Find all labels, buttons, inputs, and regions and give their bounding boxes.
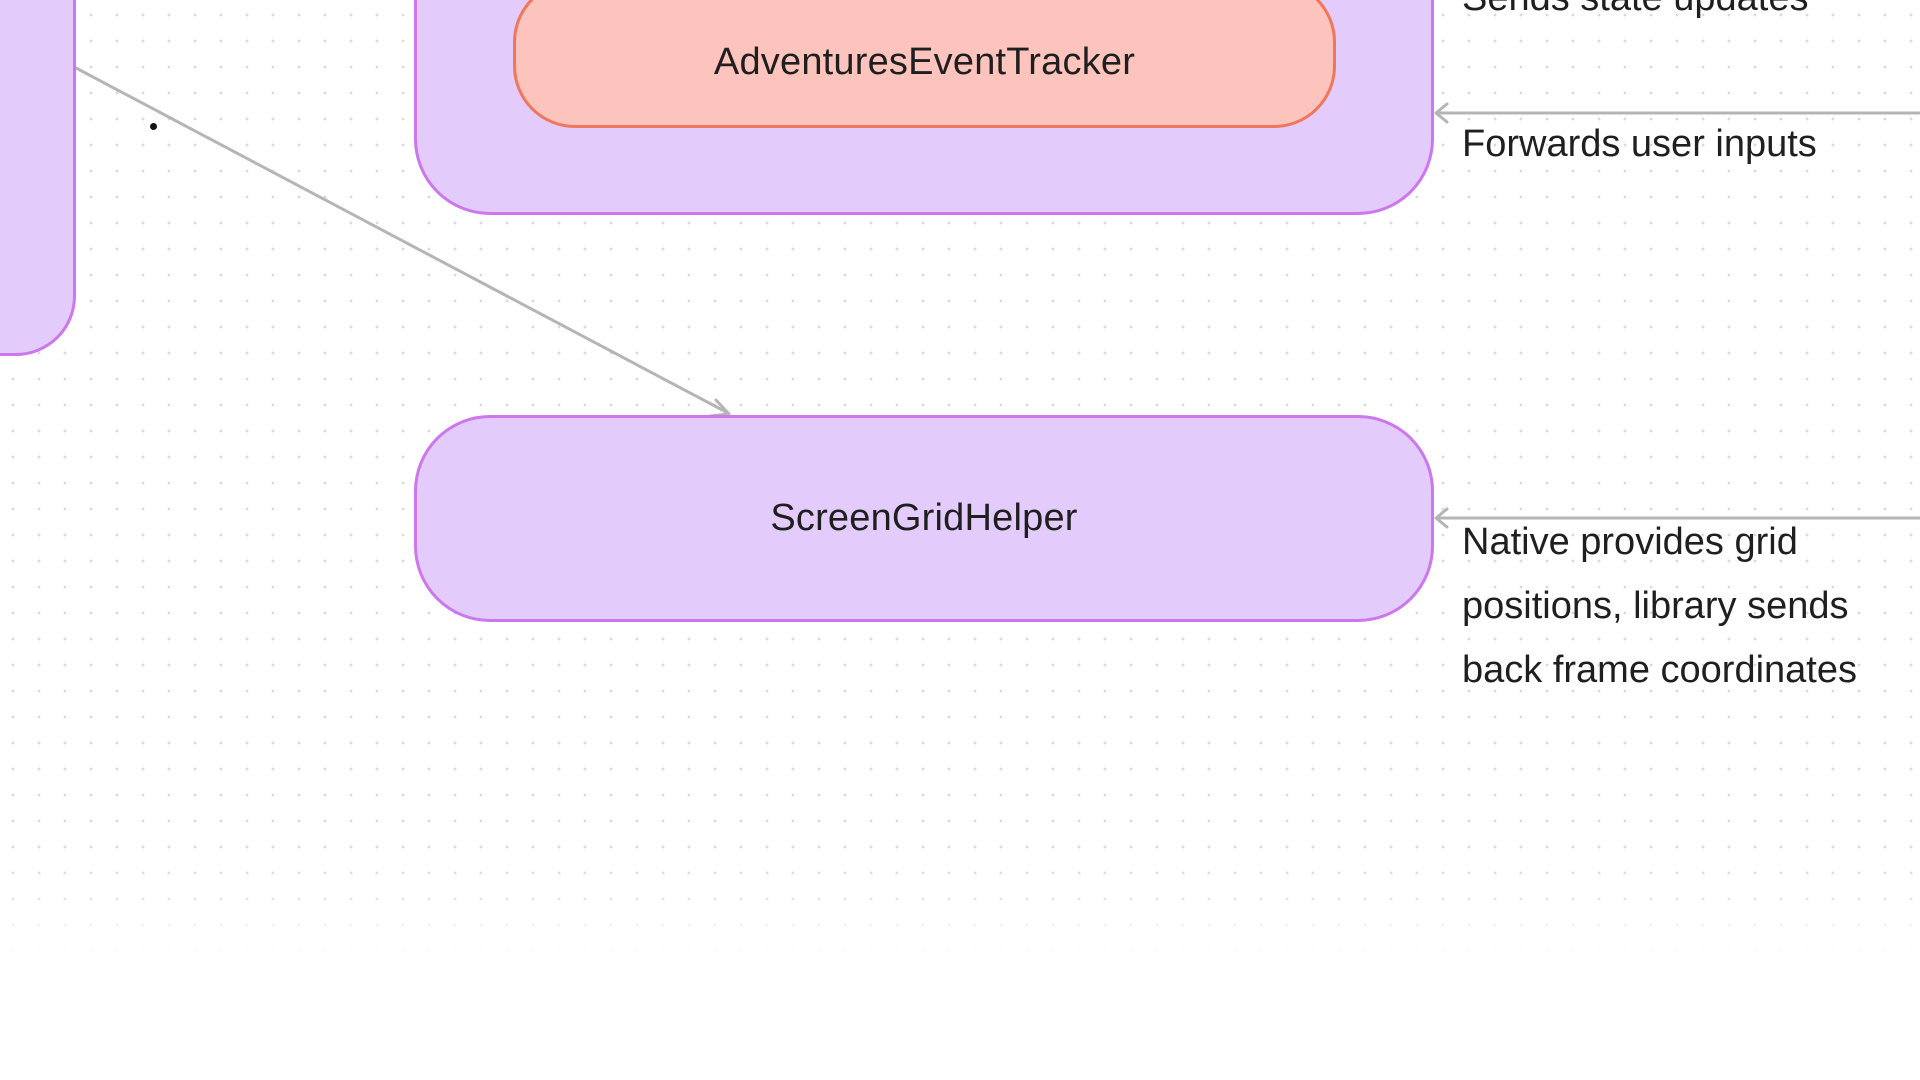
edge-label-state-updates[interactable]: Sends state updates bbox=[1462, 0, 1808, 30]
arrowhead-group-right bbox=[1434, 102, 1449, 124]
screen-grid-helper-node[interactable]: ScreenGridHelper bbox=[414, 415, 1434, 622]
edge-label-grid-positions[interactable]: Native provides grid positions, library … bbox=[1462, 521, 1857, 691]
screen-grid-helper-label: ScreenGridHelper bbox=[770, 497, 1078, 539]
left-partial-node[interactable] bbox=[0, 0, 76, 356]
adventures-event-tracker-node[interactable]: AdventuresEventTracker bbox=[513, 0, 1336, 128]
adventures-event-tracker-label: AdventuresEventTracker bbox=[713, 40, 1136, 83]
cursor-dot bbox=[150, 123, 157, 130]
canvas-fade-overlay bbox=[0, 860, 1920, 1080]
arrowhead-screengrid-top bbox=[708, 398, 731, 418]
edge-label-user-inputs[interactable]: Forwards user inputs bbox=[1462, 123, 1817, 165]
arrowhead-screengrid-right bbox=[1434, 507, 1449, 529]
